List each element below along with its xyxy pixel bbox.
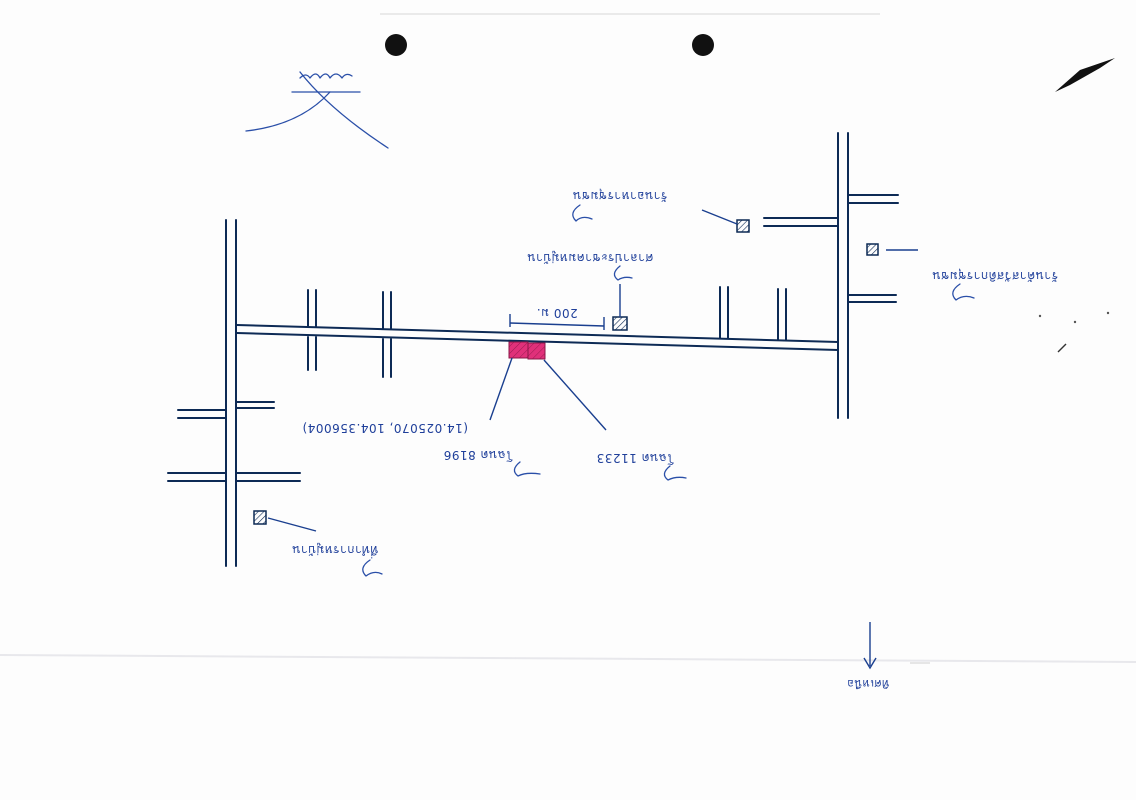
label-flourish <box>613 265 633 281</box>
stray-mark <box>1057 343 1067 353</box>
distance-bracket <box>509 314 605 330</box>
punch-hole-icon <box>385 34 407 56</box>
road-network <box>167 132 899 567</box>
label-flourish <box>952 283 975 301</box>
signature-scribble <box>245 71 389 149</box>
label-flourish <box>362 559 383 577</box>
hatched-square-icon <box>253 510 267 525</box>
parcel-11233 <box>527 342 546 360</box>
ink-smudge <box>1055 58 1115 92</box>
label-mid-landmark: ศาลาประชาคมหมู่บ้าน <box>527 250 653 265</box>
stray-dot <box>1073 320 1077 324</box>
label-flourish <box>663 465 687 481</box>
label-left-landmark: ที่ทำการหมู่บ้าน <box>292 542 378 559</box>
target-parcels <box>489 341 607 431</box>
stray-dot <box>1038 314 1042 318</box>
label-flourish <box>513 461 541 477</box>
label-parcel-8196: โฉนด 8196 <box>443 448 512 462</box>
arrow-down-icon <box>863 622 877 670</box>
label-north: ทิศเหนือ <box>847 677 889 690</box>
label-coordinates: (14.025070, 104.356004) <box>302 421 468 435</box>
parcel-8196 <box>508 341 529 359</box>
punch-hole-icon <box>692 34 714 56</box>
scan-fold-line <box>0 654 1136 663</box>
label-top-landmark: ร้านอาหารชุมชน <box>573 188 668 203</box>
label-flourish <box>572 204 593 222</box>
hatched-square-icon <box>612 316 628 331</box>
label-parcel-11233: โฉนด 11233 <box>596 451 674 465</box>
hatched-square-icon <box>866 243 879 256</box>
stray-dot <box>1106 311 1110 315</box>
hatched-square-icon <box>736 219 750 233</box>
label-right-landmark: ร้านค้าสวัสดิการชุมชน <box>932 268 1058 283</box>
label-distance: 200 ม. <box>536 306 577 320</box>
